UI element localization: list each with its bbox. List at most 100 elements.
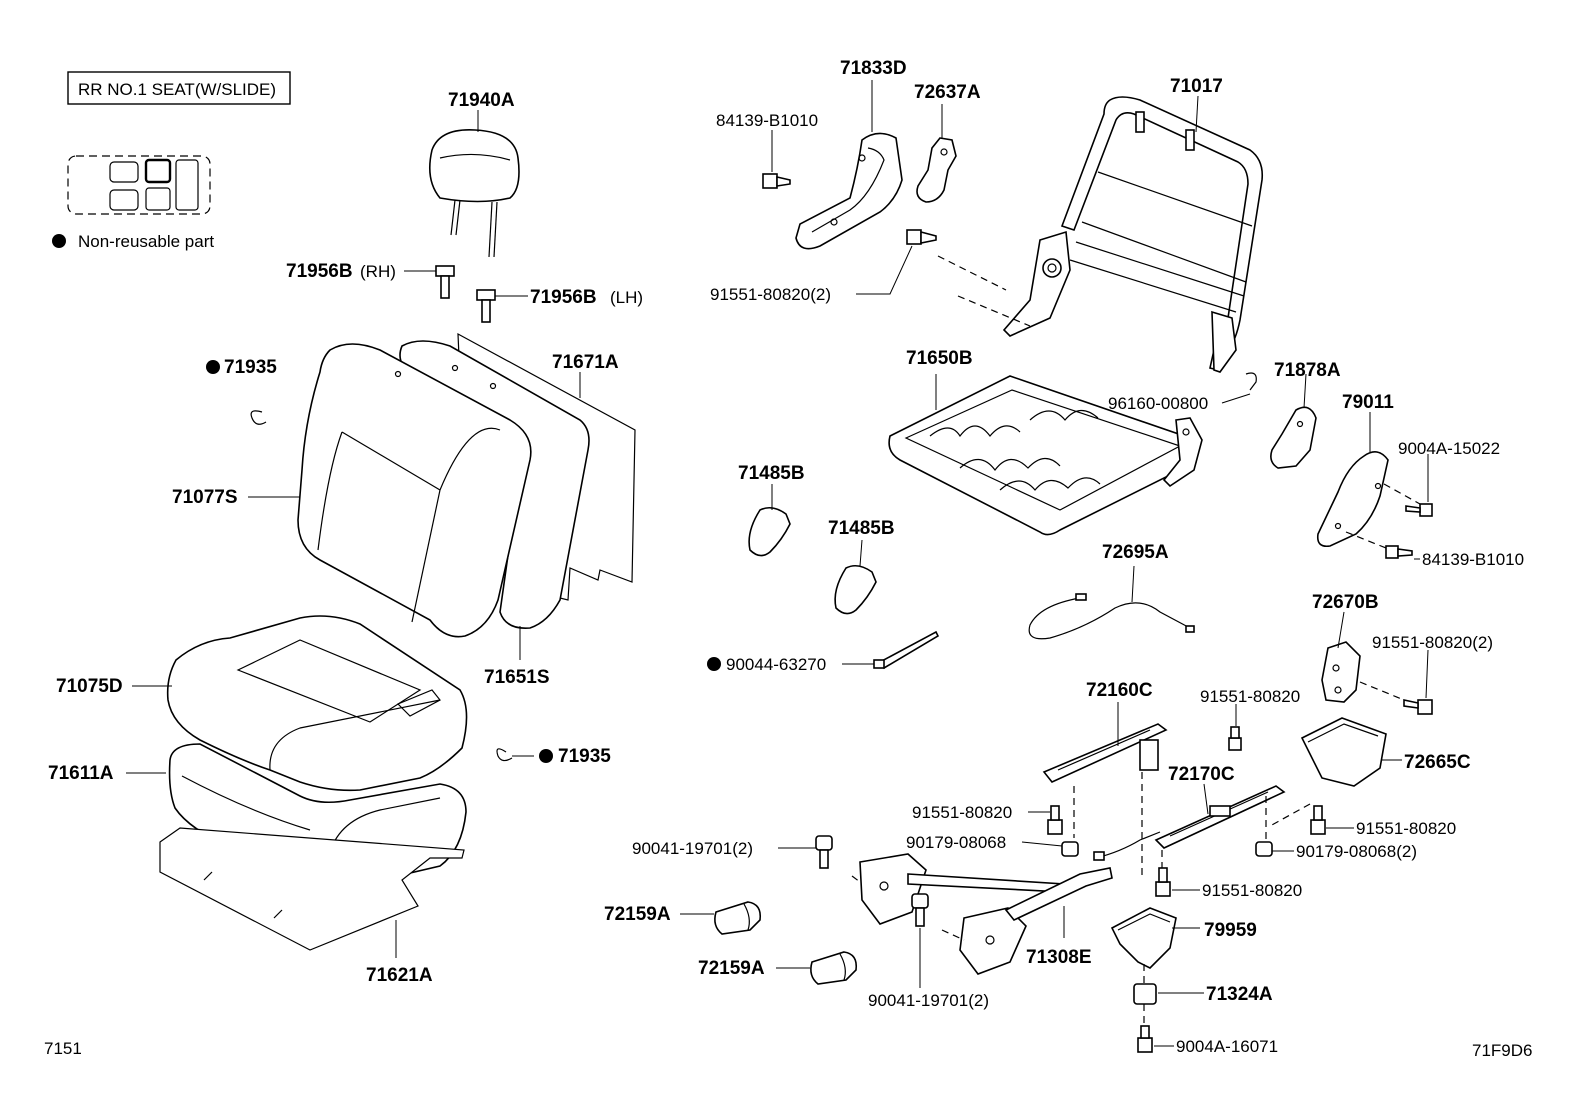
title-box [67, 71, 291, 105]
label-71077S: 71077S [172, 487, 238, 508]
label-91551-80820-b: 91551-80820 [1356, 819, 1456, 838]
label-71940A: 71940A [448, 90, 515, 111]
label-72160C: 72160C [1086, 680, 1153, 701]
non-reusable-marker-icon [52, 234, 66, 248]
seat-layout-icon [67, 155, 211, 215]
footer-right-code: 71F9D6 [1472, 1041, 1532, 1060]
label-71935-top: 71935 [224, 357, 277, 378]
bolt-91551-d-drawing [1155, 867, 1171, 897]
bolt-90041-b-drawing [911, 893, 929, 927]
label-9004A-16071: 9004A-16071 [1176, 1037, 1278, 1056]
label-71017: 71017 [1170, 76, 1223, 97]
label-71485B-b: 71485B [828, 518, 895, 539]
label-84139-B1010-right: 84139-B1010 [1422, 550, 1524, 569]
label-72665C: 72665C [1404, 752, 1471, 773]
bracket-72670B-drawing [1321, 641, 1361, 703]
bolt-91551-b-drawing [1310, 805, 1326, 835]
label-90179-08068-2: 90179-08068(2) [1296, 842, 1417, 861]
bolt-91551-a-drawing [1228, 726, 1242, 751]
label-91551-80820-a: 91551-80820 [1200, 687, 1300, 706]
screw-84139-right-drawing [1385, 545, 1413, 559]
headrest-drawing [429, 129, 520, 258]
spacer-71324A-drawing [1133, 983, 1157, 1005]
seatback-frame-drawing [1002, 96, 1264, 373]
non-reusable-marker-icon [707, 657, 721, 671]
label-90044-63270: 90044-63270 [726, 655, 826, 674]
label-79011: 79011 [1342, 392, 1394, 413]
label-91551-80820-2-top: 91551-80820(2) [710, 285, 831, 304]
clip-96160-drawing [1245, 372, 1257, 391]
footer-left-code: 7151 [44, 1039, 82, 1058]
label-72159A-b: 72159A [698, 958, 765, 979]
label-84139-B1010-top: 84139-B1010 [716, 111, 818, 130]
label-91551-80820-2-right: 91551-80820(2) [1372, 633, 1493, 652]
cover-79959-drawing [1110, 907, 1177, 969]
label-71878A: 71878A [1274, 360, 1341, 381]
label-71956B-rh: 71956B [286, 261, 353, 282]
label-91551-80820-d: 91551-80820 [1202, 881, 1302, 900]
bolt-91551-right-drawing [1403, 699, 1433, 715]
cap-72159A-b-drawing [810, 951, 858, 985]
bolt-91551-c-drawing [1047, 805, 1063, 835]
screw-9004A-15022-drawing [1405, 503, 1433, 517]
label-71650B: 71650B [906, 348, 973, 369]
non-reusable-marker-icon [206, 360, 220, 374]
cover-71485B-b-drawing [834, 564, 877, 615]
label-90041-19701-2-b: 90041-19701(2) [868, 991, 989, 1010]
seat-rail-72170C-drawing [1154, 785, 1286, 849]
label-79959: 79959 [1204, 920, 1257, 941]
label-71324A: 71324A [1206, 984, 1273, 1005]
hinge-cover-71833D-drawing [795, 132, 903, 250]
seat-rail-72160C-drawing [1042, 723, 1168, 783]
label-71956B-lh: 71956B [530, 287, 597, 308]
bolt-9004A-16071-drawing [1137, 1025, 1153, 1053]
cover-71485B-a-drawing [748, 506, 791, 557]
label-72695A: 72695A [1102, 542, 1169, 563]
label-72670B: 72670B [1312, 592, 1379, 613]
clip-drawing [496, 748, 513, 762]
label-71621A: 71621A [366, 965, 433, 986]
label-72637A: 72637A [914, 82, 981, 103]
nut-90179-drawing [1061, 841, 1079, 857]
seat-cushion-cover-drawing [166, 615, 468, 792]
hinge-cover-72637A-drawing [916, 137, 957, 203]
label-90041-19701-2-a: 90041-19701(2) [632, 839, 753, 858]
seat-cushion-frame-drawing [888, 375, 1203, 536]
title-text: RR NO.1 SEAT(W/SLIDE) [78, 80, 276, 99]
bolt-91551-top-drawing [906, 229, 937, 245]
headrest-support-lh-drawing [476, 289, 496, 323]
label-71485B-a: 71485B [738, 463, 805, 484]
headrest-support-rh-drawing [435, 265, 455, 299]
clip-drawing [250, 410, 267, 425]
label-71611A: 71611A [48, 763, 114, 784]
bolt-90041-a-drawing [815, 835, 833, 869]
screw-84139-top-drawing [762, 173, 791, 189]
label-9004A-15022: 9004A-15022 [1398, 439, 1500, 458]
hinge-cover-71878A-drawing [1270, 406, 1317, 469]
release-cable-drawing [1028, 593, 1195, 640]
cap-72159A-a-drawing [714, 901, 762, 935]
slide-adjuster-drawing [859, 831, 1161, 975]
label-72159A-a: 72159A [604, 904, 671, 925]
label-90179-08068: 90179-08068 [906, 833, 1006, 852]
label-71956B-rh-suffix: (RH) [360, 262, 396, 281]
cover-72665C-drawing [1300, 717, 1387, 787]
label-71935-mid: 71935 [558, 746, 611, 767]
label-71308E: 71308E [1026, 947, 1092, 968]
legend-text: Non-reusable part [78, 232, 214, 251]
label-71833D: 71833D [840, 58, 907, 79]
label-96160-00800: 96160-00800 [1108, 394, 1208, 413]
label-71671A: 71671A [552, 352, 619, 373]
label-71075D: 71075D [56, 676, 123, 697]
label-71956B-lh-suffix: (LH) [610, 288, 643, 307]
label-91551-80820-c: 91551-80820 [912, 803, 1012, 822]
seatback-cover-drawing [297, 343, 532, 638]
hinge-cover-79011-drawing [1316, 451, 1389, 548]
cable-tie-drawing [873, 630, 940, 670]
label-71651S: 71651S [484, 667, 550, 688]
nut-90179-2-drawing [1255, 841, 1273, 857]
label-72170C: 72170C [1168, 764, 1235, 785]
cushion-bottom-sheet-drawing [159, 827, 465, 951]
non-reusable-marker-icon [539, 749, 553, 763]
